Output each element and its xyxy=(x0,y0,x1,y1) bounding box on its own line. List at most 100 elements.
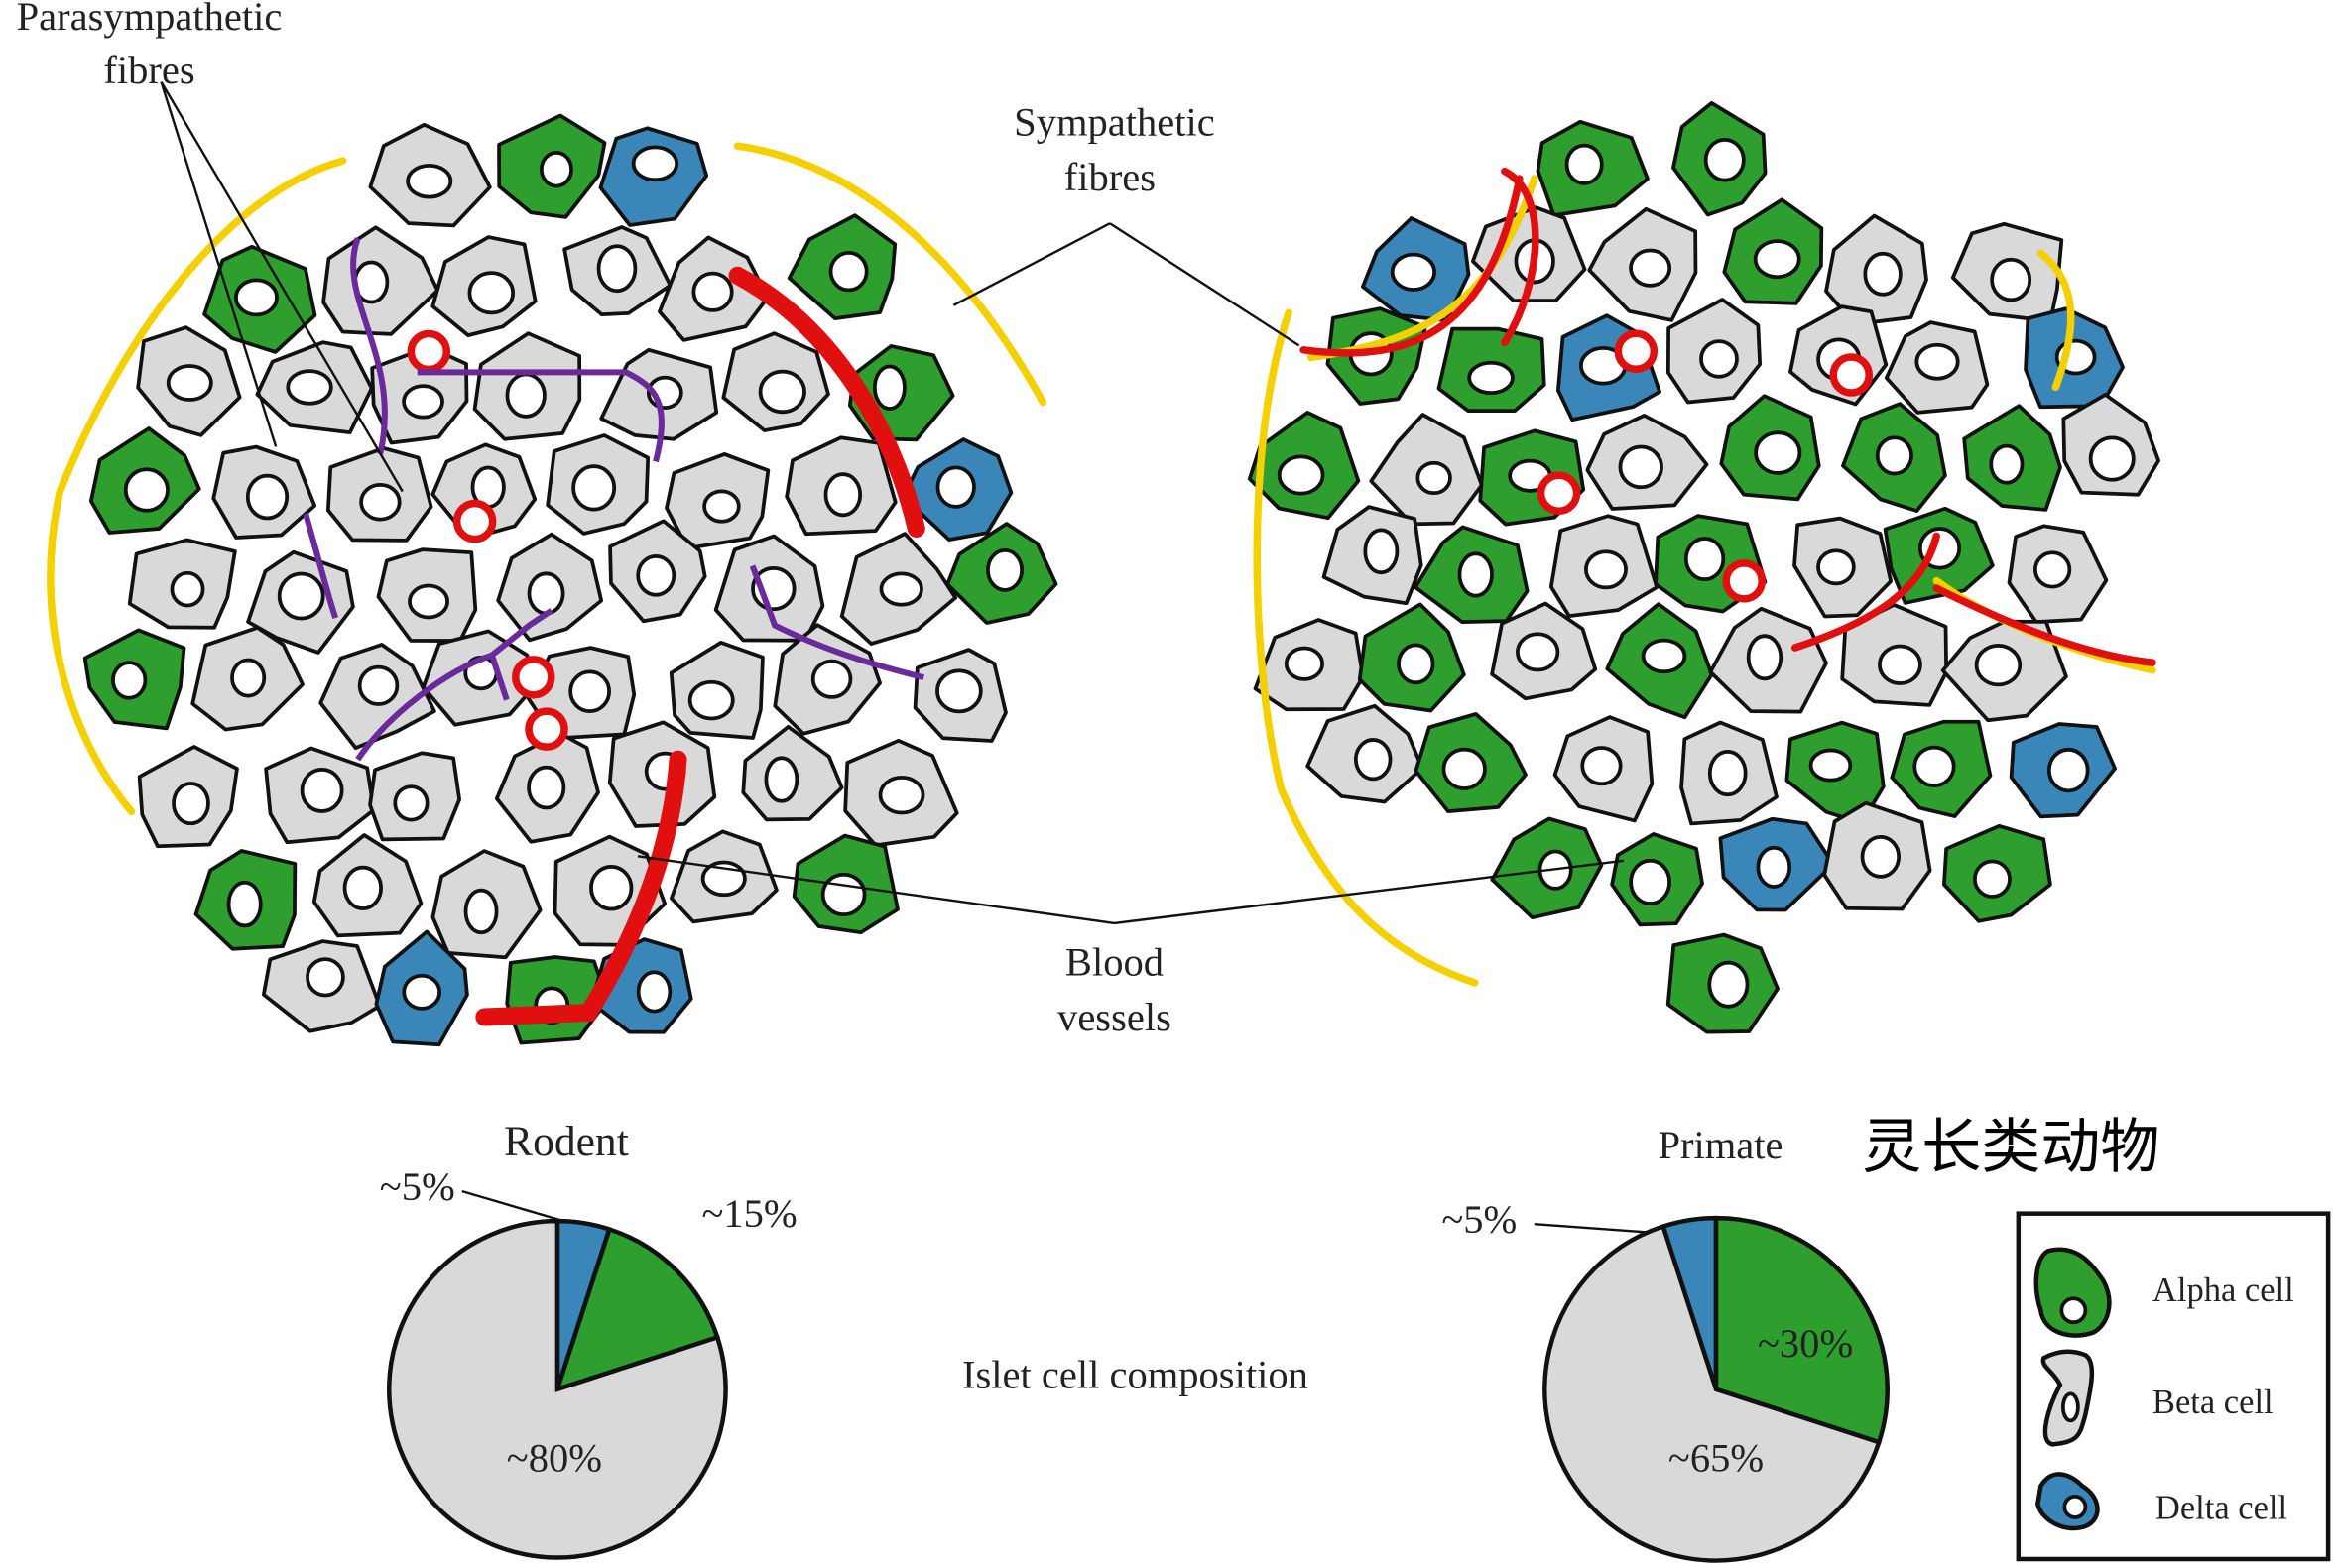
cell-nucleus xyxy=(527,765,566,810)
primate-pie xyxy=(1542,1215,1890,1563)
cell-nucleus xyxy=(1415,460,1452,496)
cell-nucleus xyxy=(1699,339,1739,379)
cell-nucleus xyxy=(463,888,499,935)
legend-beta-label: Beta cell xyxy=(2152,1384,2274,1421)
rodent-pie xyxy=(387,1218,728,1560)
rodent-alpha-label: ~15% xyxy=(702,1191,798,1236)
cell-nucleus xyxy=(1912,745,1956,788)
cell-nucleus xyxy=(306,957,345,998)
cell-nucleus xyxy=(935,668,983,714)
leader-lines xyxy=(160,80,1699,1238)
cell-nucleus xyxy=(935,465,976,509)
sympathetic-label-2: fibres xyxy=(1064,155,1156,199)
primate-alpha-label: ~30% xyxy=(1758,1321,1853,1366)
cell-nucleus xyxy=(359,482,402,522)
cell-nucleus xyxy=(636,970,673,1014)
primate-beta-label: ~65% xyxy=(1668,1435,1764,1480)
cell-nucleus xyxy=(596,244,638,294)
cell-nucleus xyxy=(234,278,279,317)
cell-nucleus xyxy=(505,372,547,419)
cell-nucleus xyxy=(1914,342,1960,381)
cell-nucleus xyxy=(342,865,383,910)
cell-nucleus xyxy=(1703,138,1746,182)
cell-nucleus xyxy=(986,547,1024,592)
cell-nucleus xyxy=(402,384,444,420)
cell-nucleus xyxy=(702,489,741,524)
capillary xyxy=(1829,353,1874,397)
blood-vessels xyxy=(475,167,2156,1026)
cell-nucleus xyxy=(631,145,679,182)
capillary xyxy=(452,499,497,543)
cell-nucleus xyxy=(1878,644,1922,685)
cell-nucleus xyxy=(1746,634,1783,681)
cell-nucleus xyxy=(1863,251,1903,297)
capillary xyxy=(1614,329,1659,374)
cell-nucleus xyxy=(1990,257,2032,302)
cell-nucleus xyxy=(406,164,453,199)
blood-vessels-label: Blood xyxy=(1065,939,1164,984)
cell-nucleus xyxy=(1754,430,1802,475)
cell-nucleus xyxy=(810,659,853,699)
capillary xyxy=(525,707,568,751)
cell-nucleus xyxy=(123,467,170,513)
pie-slice-beta-cell xyxy=(1542,1223,1883,1563)
cell-nucleus xyxy=(879,571,923,607)
cell-nucleus xyxy=(764,756,799,803)
capillary xyxy=(1537,471,1581,515)
cell-nucleus xyxy=(286,369,333,406)
primate-islet xyxy=(1247,101,2160,1034)
cell-nucleus xyxy=(1390,252,1436,292)
rodent-beta-label: ~80% xyxy=(507,1435,602,1480)
legend-delta-label: Delta cell xyxy=(2155,1489,2287,1526)
legend: Alpha cell Beta cell Delta cell xyxy=(2016,1211,2331,1562)
rodent-delta-label: ~5% xyxy=(380,1164,455,1209)
cell-nucleus xyxy=(873,364,907,411)
cell-nucleus xyxy=(539,150,573,188)
pie-slice-alpha-cell xyxy=(1713,1215,1890,1446)
cell-nucleus xyxy=(1564,143,1604,185)
cell-nucleus xyxy=(571,464,617,512)
cell-nucleus xyxy=(1580,746,1623,786)
parasympathetic-label: Parasympathetic xyxy=(17,0,283,39)
blood-vessels-label-2: vessels xyxy=(1057,995,1171,1039)
cell-nucleus xyxy=(2088,435,2136,482)
capillary xyxy=(407,329,451,374)
cell-nucleus xyxy=(1683,537,1726,582)
cell-nucleus xyxy=(1707,749,1748,797)
cell-nucleus xyxy=(1756,845,1792,889)
cell-nucleus xyxy=(1753,239,1801,280)
cell-nucleus xyxy=(166,364,213,402)
cell-nucleus xyxy=(1441,747,1487,790)
cell-nucleus xyxy=(1816,548,1856,586)
cell-nucleus xyxy=(393,784,430,822)
cell-nucleus xyxy=(277,571,325,621)
cell-nucleus xyxy=(1353,738,1393,782)
cell-nucleus xyxy=(568,669,611,713)
cell-nucleus xyxy=(1516,632,1560,672)
primate-chinese-label: 灵长类动物 xyxy=(1862,1113,2159,1182)
cell-nucleus xyxy=(687,679,735,721)
cell-nucleus xyxy=(1277,454,1325,496)
cell-nucleus xyxy=(691,271,734,312)
parasympathetic-fibres xyxy=(303,237,924,762)
cell-nucleus xyxy=(245,473,290,521)
primate-delta-label: ~5% xyxy=(1441,1197,1517,1242)
cell-nucleus xyxy=(467,271,516,315)
cell-nucleus xyxy=(1284,646,1324,681)
cell-nucleus xyxy=(300,767,344,813)
cell-nucleus xyxy=(1989,443,2025,485)
rodent-islet xyxy=(82,113,1058,1047)
cell-nucleus xyxy=(1808,748,1853,783)
pie-slice-beta-cell xyxy=(387,1218,728,1560)
cell-nucleus xyxy=(111,661,148,700)
cell-nucleus xyxy=(823,472,863,518)
islet-composition-label: Islet cell composition xyxy=(962,1352,1308,1396)
cell-nucleus xyxy=(1363,528,1400,575)
cell-nucleus xyxy=(1467,360,1515,396)
cell-nucleus xyxy=(1973,859,2012,899)
cell-nucleus xyxy=(1629,248,1672,288)
cell-nucleus xyxy=(878,775,925,815)
cell-nucleus xyxy=(758,369,806,415)
cell-nucleus xyxy=(408,583,449,620)
